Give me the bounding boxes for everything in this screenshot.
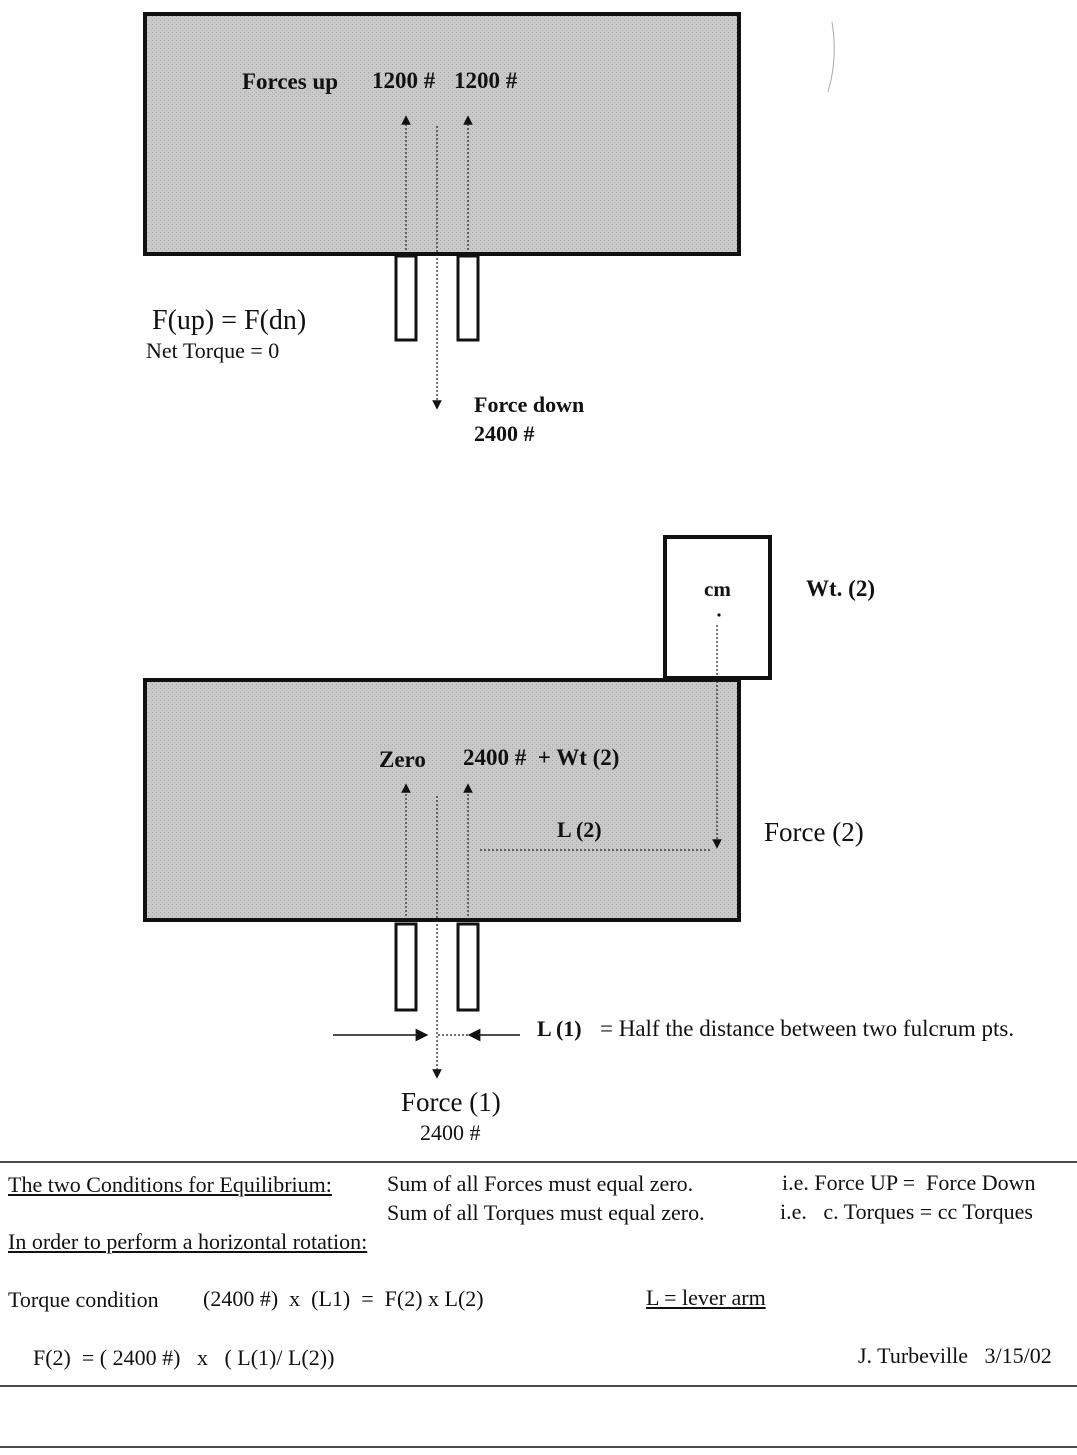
center-of-mass-dot [717, 613, 721, 617]
bottom-right-fulcrum [456, 922, 480, 1012]
net-torque-label: Net Torque = 0 [146, 338, 280, 363]
torque-condition-equation: (2400 #) x (L1) = F(2) x L(2) [203, 1286, 484, 1311]
conditions-title: The two Conditions for Equilibrium: [8, 1172, 332, 1197]
condition-torques-ie: i.e. c. Torques = cc Torques [780, 1199, 1033, 1224]
force-2-label: Force (2) [764, 817, 864, 847]
top-left-force-value: 1200 # [372, 68, 436, 93]
author-date: J. Turbeville 3/15/02 [858, 1343, 1052, 1368]
zero-force-label: Zero [379, 747, 426, 772]
lever-arm-1-definition: = Half the distance between two fulcrum … [600, 1016, 1015, 1041]
weight-2-label: Wt. (2) [806, 576, 875, 601]
weight-box [663, 535, 772, 680]
lever-arm-definition: L = lever arm [646, 1285, 766, 1310]
force-down-label: Force down [474, 392, 585, 417]
force-balance-equation: F(up) = F(dn) [152, 305, 307, 336]
top-right-fulcrum [456, 254, 480, 342]
scan-mark [827, 21, 835, 93]
condition-forces-ie: i.e. Force UP = Force Down [782, 1170, 1036, 1195]
cm-label: cm [704, 577, 731, 601]
torque-condition-label: Torque condition [8, 1287, 159, 1312]
condition-torques: Sum of all Torques must equal zero. [387, 1200, 705, 1225]
force-1-label: Force (1) [401, 1087, 501, 1117]
forces-up-label: Forces up [242, 69, 339, 94]
top-block [143, 12, 741, 256]
bottom-block [143, 678, 741, 922]
rotation-heading: In order to perform a horizontal rotatio… [8, 1229, 368, 1254]
f2-formula: F(2) = ( 2400 #) x ( L(1)/ L(2)) [33, 1345, 335, 1370]
condition-forces: Sum of all Forces must equal zero. [387, 1171, 694, 1196]
force-down-value: 2400 # [474, 421, 535, 446]
top-right-force-value: 1200 # [454, 68, 518, 93]
lever-arm-1-label: L (1) [537, 1016, 582, 1041]
combined-force-label: 2400 # + Wt (2) [463, 745, 620, 770]
lever-arm-2-label: L (2) [557, 817, 602, 842]
top-left-fulcrum [394, 254, 418, 342]
bottom-left-fulcrum [394, 922, 418, 1012]
force-1-value: 2400 # [420, 1120, 481, 1145]
